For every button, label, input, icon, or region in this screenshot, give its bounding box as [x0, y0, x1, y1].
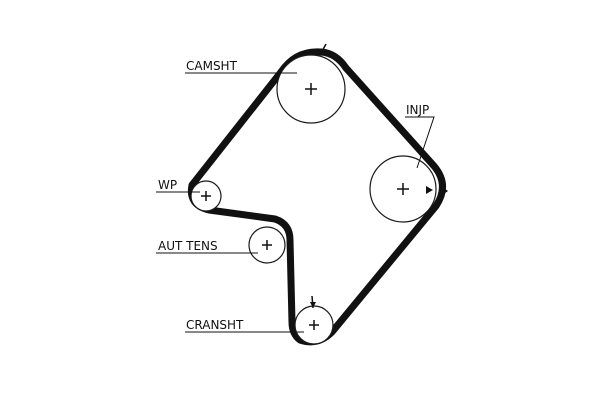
triangle-marker-icon [441, 186, 448, 196]
auto-tensioner-pulley [248, 226, 286, 264]
camshaft-pulley [276, 43, 346, 124]
auto-tensioner-label: AUT TENS [158, 239, 218, 253]
crankshaft-label: CRANSHT [186, 318, 244, 332]
camshaft-timing-mark [319, 43, 327, 56]
injection-pump-leader [405, 116, 435, 169]
water-pump-pulley [190, 180, 222, 212]
camshaft-label: CAMSHT [186, 59, 238, 73]
injection-pump-label: INJP [406, 103, 429, 117]
triangle-marker-icon [426, 186, 433, 194]
injection-pump-pulley [369, 155, 448, 223]
water-pump-label: WP [158, 178, 177, 192]
crankshaft-pulley [294, 295, 334, 345]
